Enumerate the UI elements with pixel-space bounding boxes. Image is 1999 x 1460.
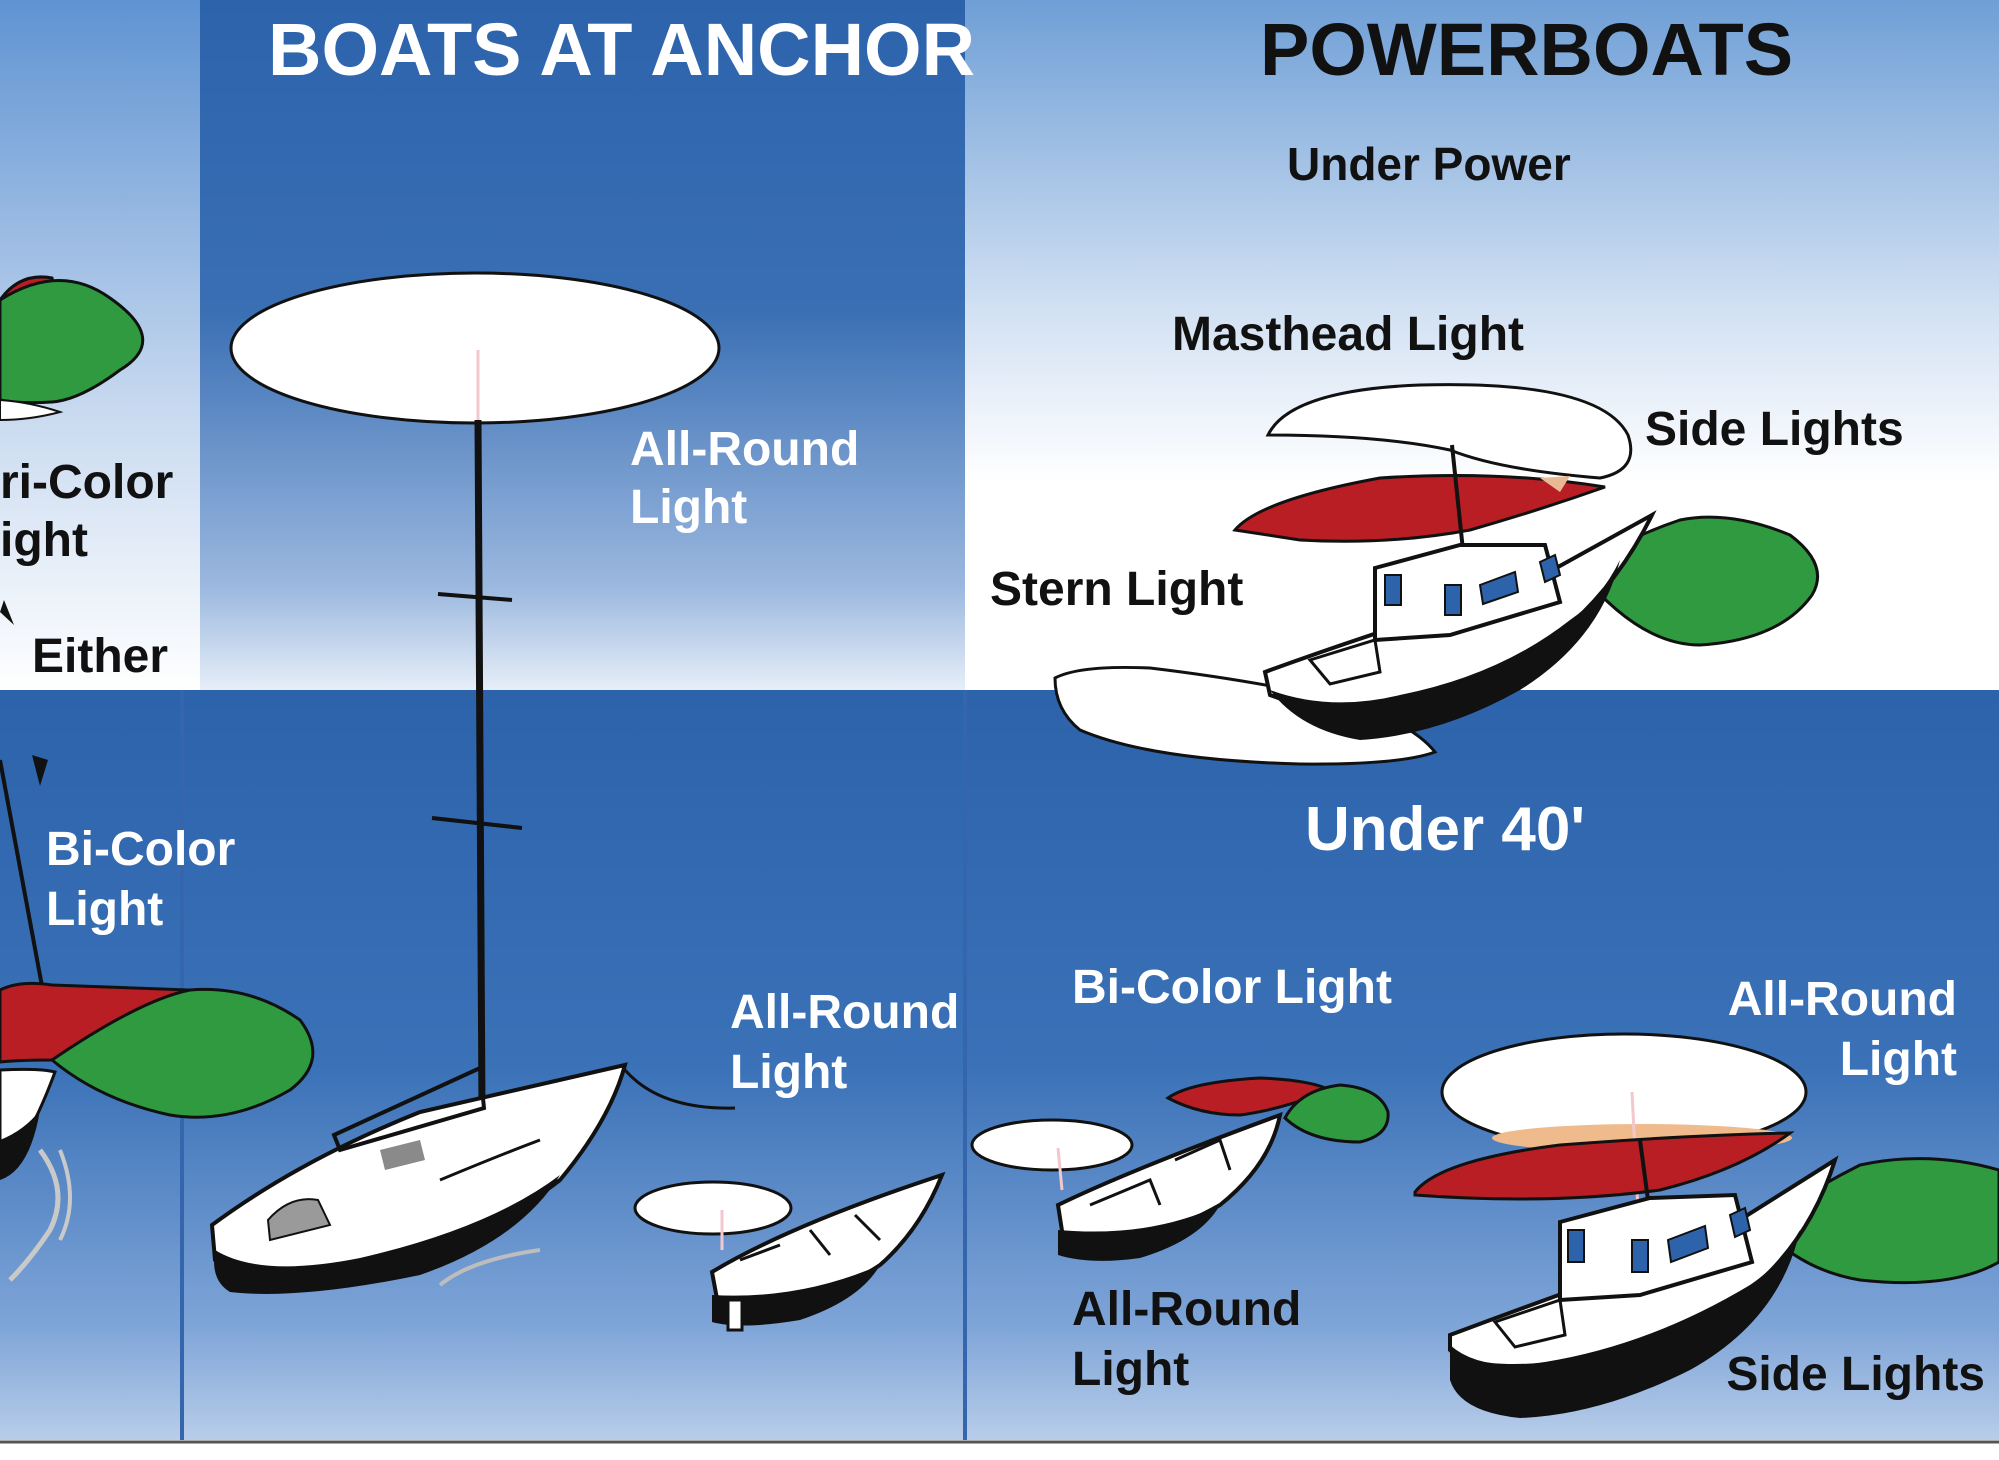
under40-bicolor-small bbox=[1165, 1076, 1390, 1144]
subhead-under-40: Under 40' bbox=[1305, 795, 1585, 864]
label-bi-color-left-line1: Bi-Color bbox=[46, 823, 235, 876]
label-tri-color-line2: ight bbox=[0, 514, 88, 567]
label-bi-color-small: Bi-Color Light bbox=[1072, 961, 1392, 1014]
sidelights-red-top bbox=[1232, 473, 1606, 543]
label-stern-light: Stern Light bbox=[990, 563, 1243, 616]
under40-allround-small bbox=[970, 1118, 1134, 1191]
header-boats-at-anchor: BOATS AT ANCHOR bbox=[268, 8, 975, 91]
label-anchor-allround-small-line1: All-Round bbox=[730, 986, 959, 1039]
stern-light-arc bbox=[1053, 665, 1438, 766]
sailboat-mast bbox=[431, 419, 523, 1111]
label-tri-color-line1: ri-Color bbox=[0, 456, 173, 509]
label-either: Either bbox=[32, 630, 168, 683]
sidelights-green-top bbox=[1577, 515, 1820, 647]
anchor-allround-light-small bbox=[633, 1180, 793, 1250]
label-anchor-allround-top-line2: Light bbox=[630, 481, 747, 534]
bottom-strip bbox=[0, 1440, 1999, 1460]
label-side-lights-bottom: Side Lights bbox=[1726, 1348, 1985, 1401]
label-allround-small-bottom-line1: All-Round bbox=[1072, 1283, 1301, 1336]
anchor-allround-light-top bbox=[229, 271, 721, 425]
anchored-sailboat bbox=[209, 1062, 736, 1294]
label-allround-small-bottom-line2: Light bbox=[1072, 1343, 1189, 1396]
left-bicolor-light bbox=[0, 981, 315, 1119]
powerboat-upper bbox=[1262, 444, 1657, 740]
label-side-lights-top: Side Lights bbox=[1645, 403, 1904, 456]
small-runabout bbox=[1055, 1111, 1283, 1261]
label-bi-color-left-line2: Light bbox=[46, 883, 163, 936]
left-tricolor-light bbox=[0, 275, 145, 422]
left-sailboat-hull bbox=[0, 1067, 72, 1282]
anchored-dinghy bbox=[709, 1171, 946, 1332]
subhead-under-power: Under Power bbox=[1287, 138, 1571, 190]
label-allround-right-line2: Light bbox=[1840, 1033, 1957, 1086]
powerboat-lower bbox=[1448, 1139, 1839, 1418]
under40-sidelights-red bbox=[1413, 1131, 1795, 1201]
label-anchor-allround-top-line1: All-Round bbox=[630, 423, 859, 476]
label-allround-right-line1: All-Round bbox=[1728, 973, 1957, 1026]
label-anchor-allround-small-line2: Light bbox=[730, 1046, 847, 1099]
header-powerboats: POWERBOATS bbox=[1260, 8, 1793, 91]
masthead-light-arc bbox=[1265, 383, 1633, 480]
label-masthead-light: Masthead Light bbox=[1172, 308, 1524, 361]
